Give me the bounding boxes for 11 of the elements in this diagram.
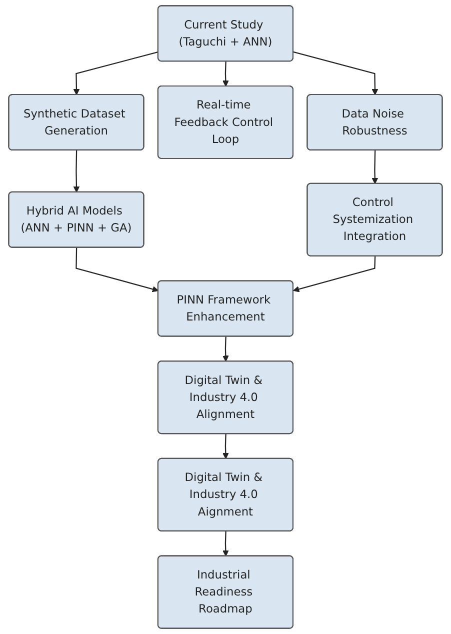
arrow: [76, 248, 159, 292]
arrow: [222, 61, 229, 87]
arrow: [73, 51, 158, 96]
arrow: [293, 51, 378, 96]
arrow: [222, 336, 229, 362]
arrow: [73, 150, 80, 193]
flowchart-drawing: Current Study (Taguchi + ANN) Synthetic Dataset Generation Real-time Feedback Control Loop Data Noise Robustness Hybrid AI Models (ANN + PINN + GA) Control Systemization Integration PINN Framework Enhancement Digital Twin & Industry 4.0 Alignment Digital Twin & Industry 4.0 Aignment Industrial Readiness Roadmap: [3, 0, 448, 634]
arrow: [293, 256, 376, 292]
arrow: [372, 150, 378, 184]
arrow: [222, 434, 229, 460]
arrow: [222, 531, 229, 556]
